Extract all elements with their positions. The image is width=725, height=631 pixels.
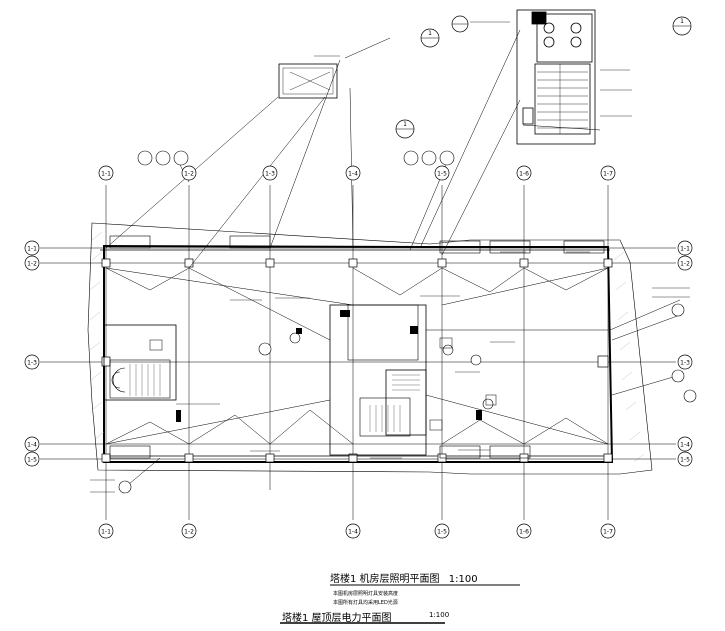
grid-label-right-3: 1-3	[680, 360, 690, 367]
grid-bubble-left-5	[24, 451, 40, 467]
grid-label-right-2: 1-2	[680, 261, 690, 268]
grid-label-bottom-5: 1-5	[437, 529, 447, 536]
drawing-title-main-text: 塔楼1 机房层照明平面图	[330, 574, 440, 585]
grid-bubble-right-4	[677, 436, 693, 452]
symbol-circles	[118, 150, 697, 494]
grid-label-left-1: 1-1	[27, 246, 37, 253]
grid-bubbles-left: 1-1 1-2 1-3 1-4 1-5	[24, 240, 40, 467]
grid-bubbles-top: 1-1 1-2 1-3 1-4 1-5 1-6 1-7	[98, 165, 616, 181]
grid-label-top-3: 1-3	[265, 171, 275, 178]
grid-label-top-1: 1-1	[101, 171, 111, 178]
grid-bubble-bottom-4	[345, 523, 361, 539]
electrical-panels	[176, 310, 482, 422]
grid-bubble-left-2	[24, 255, 40, 271]
drawing-note-1: 本图机房层照明灯具安装高度	[333, 591, 399, 597]
drawing-note-2: 本图所有灯具均采用LED光源	[333, 600, 398, 606]
grid-bubble-bottom-7	[600, 523, 616, 539]
small-fixtures	[149, 337, 497, 431]
grid-bubble-bottom-5	[434, 523, 450, 539]
grid-bubble-top-5	[434, 165, 450, 181]
wall-hatch-pattern	[89, 231, 645, 463]
grid-label-left-2: 1-2	[27, 261, 37, 268]
drawing-title-sub: 塔楼1 屋顶层电力平面图	[282, 613, 392, 624]
stair-curve	[111, 367, 126, 393]
grid-label-top-4: 1-4	[348, 171, 358, 178]
grid-bubble-bottom-2	[181, 523, 197, 539]
grid-bubble-right-2	[677, 255, 693, 271]
grid-lines-horizontal	[40, 247, 676, 460]
grid-label-top-5: 1-5	[437, 171, 447, 178]
callout-label-2: 1	[403, 121, 407, 128]
grid-bubbles-bottom: 1-1 1-2 1-4 1-5 1-6 1-7	[98, 523, 616, 539]
grid-bubble-left-3	[24, 354, 40, 370]
stair-treads	[129, 364, 420, 432]
structural-columns	[101, 258, 613, 463]
grid-bubble-top-1	[98, 165, 114, 181]
detail-box-right	[516, 9, 596, 145]
grid-label-bottom-7: 1-7	[603, 529, 613, 536]
grid-bubble-right-1	[677, 240, 693, 256]
section-callouts: 1 1 1	[395, 15, 692, 139]
grid-label-bottom-1: 1-1	[101, 529, 111, 536]
grid-label-top-7: 1-7	[603, 171, 613, 178]
grid-label-right-1: 1-1	[680, 246, 690, 253]
grid-bubbles-right: 1-1 1-2 1-3 1-4 1-5	[677, 240, 693, 467]
grid-bubble-right-3	[677, 354, 693, 370]
roof-diagonal-lines	[105, 267, 609, 445]
grid-bubble-left-1	[24, 240, 40, 256]
grid-bubble-top-3	[262, 165, 278, 181]
grid-label-right-5: 1-5	[680, 457, 690, 464]
callout-label-3: 1	[680, 18, 684, 25]
drawing-title-main-scale: 1:100	[448, 574, 478, 585]
grid-bubble-bottom-6	[516, 523, 532, 539]
grid-label-left-3: 1-3	[27, 360, 37, 367]
grid-label-bottom-4: 1-4	[348, 529, 358, 536]
grid-bubble-top-7	[600, 165, 616, 181]
detail-box-left	[278, 63, 338, 99]
callout-label-1: 1	[428, 30, 432, 37]
annotation-marks	[90, 21, 690, 493]
title-underlines	[280, 584, 520, 624]
grid-bubble-bottom-1	[98, 523, 114, 539]
drawing-title-sub-scale: 1:100	[429, 611, 450, 619]
grid-lines-vertical	[105, 185, 609, 520]
grid-label-top-2: 1-2	[184, 171, 194, 178]
grid-label-right-4: 1-4	[680, 442, 690, 449]
grid-label-top-6: 1-6	[519, 171, 529, 178]
grid-bubble-top-6	[516, 165, 532, 181]
grid-bubble-top-4	[345, 165, 361, 181]
grid-bubble-right-5	[677, 451, 693, 467]
drawing-title-main: 塔楼1 机房层照明平面图 1:100	[330, 570, 478, 585]
grid-label-left-5: 1-5	[27, 457, 37, 464]
grid-label-bottom-6: 1-6	[519, 529, 529, 536]
top-wall-rooms	[109, 235, 605, 459]
outer-wall-hatch	[87, 222, 653, 475]
core-rooms	[103, 304, 427, 456]
grid-bubble-left-4	[24, 436, 40, 452]
grid-label-left-4: 1-4	[27, 442, 37, 449]
grid-bubble-top-2	[181, 165, 197, 181]
grid-label-bottom-2: 1-2	[184, 529, 194, 536]
